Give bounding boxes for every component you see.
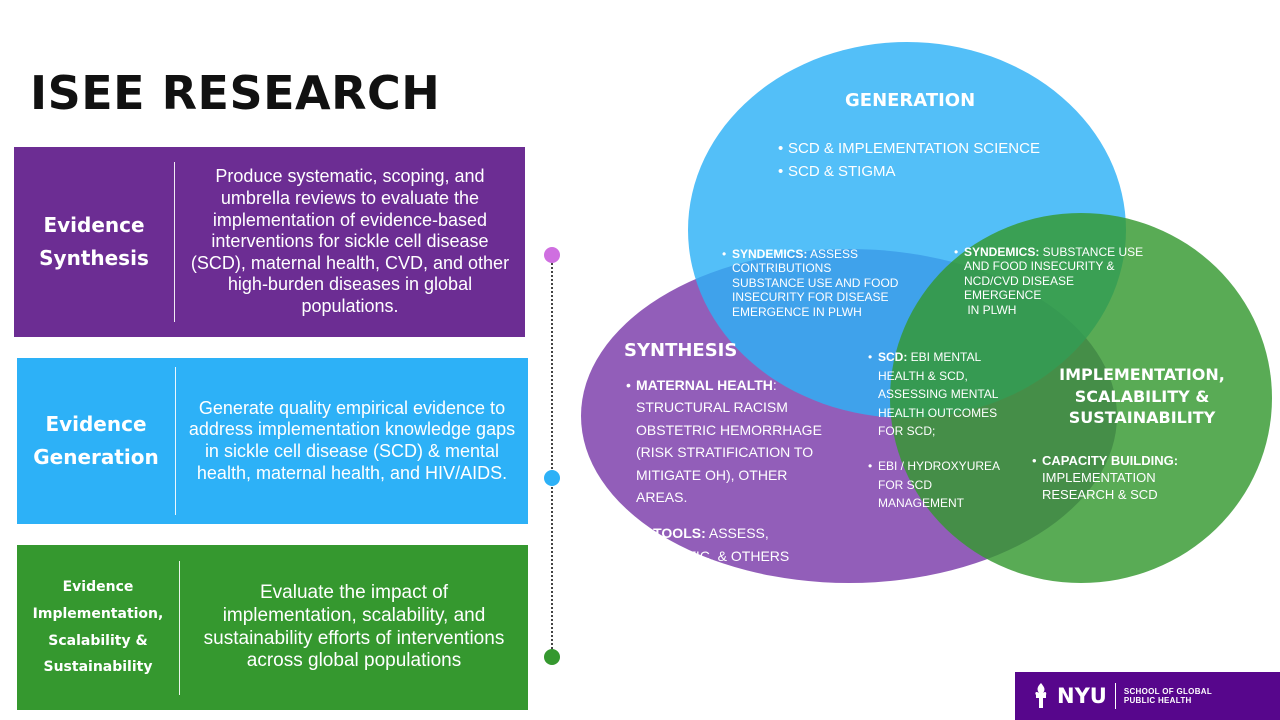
- evidence-implementation-card: Evidence Implementation, Scalability & S…: [17, 545, 528, 710]
- synthesis-item-label: MATERNAL HEALTH: [636, 377, 773, 393]
- syndemics-text: SUBSTANCE USE AND FOOD INSECURITY & NCD/…: [964, 245, 1144, 303]
- card-label: Evidence Implementation, Scalability & S…: [17, 574, 179, 680]
- syndemics-item: SYNDEMICS: ASSESS CONTRIBUTIONS SUBSTANC…: [722, 247, 902, 319]
- implementation-title-line: IMPLEMENTATION,: [1059, 365, 1225, 384]
- card-description: Generate quality empirical evidence to a…: [188, 397, 516, 483]
- page-title: ISEE RESEARCH: [30, 66, 441, 120]
- syndemics-generation-implementation: SYNDEMICS: SUBSTANCE USE AND FOOD INSECU…: [954, 245, 1144, 317]
- school-name-line: SCHOOL OF GLOBAL: [1123, 686, 1213, 696]
- center-item-text: EBI MENTAL HEALTH & SCD, ASSESSING MENTA…: [878, 350, 999, 439]
- card-label-line: Implementation,: [32, 605, 164, 622]
- center-item: EBI / HYDROXYUREA FOR SCD MANAGEMENT: [868, 457, 1008, 513]
- card-divider: [179, 560, 180, 695]
- synthesis-title: SYNTHESIS: [624, 340, 738, 361]
- implementation-item-text: IMPLEMENTATION RESEARCH & SCD: [1042, 469, 1158, 502]
- evidence-synthesis-card: Evidence Synthesis Produce systematic, s…: [14, 147, 525, 337]
- school-name: SCHOOL OF GLOBAL PUBLIC HEALTH: [1124, 687, 1212, 705]
- generation-item: SCD & STIGMA: [778, 161, 1078, 184]
- school-name-line: PUBLIC HEALTH: [1123, 696, 1192, 705]
- synthesis-item-label: IS TOOLS:: [636, 525, 706, 542]
- implementation-item: CAPACITY BUILDING: IMPLEMENTATION RESEAR…: [1032, 453, 1222, 504]
- center-overlap-list: SCD: EBI MENTAL HEALTH & SCD, ASSESSING …: [868, 348, 1008, 513]
- implementation-list: CAPACITY BUILDING: IMPLEMENTATION RESEAR…: [1032, 453, 1222, 504]
- card-label-line: Scalability &: [48, 632, 148, 649]
- card-label-line: Synthesis: [39, 246, 149, 270]
- generation-item: SCD & IMPLEMENTATION SCIENCE: [778, 138, 1078, 161]
- timeline-dotted-line: [551, 256, 553, 656]
- generation-list: SCD & IMPLEMENTATION SCIENCE SCD & STIGM…: [778, 138, 1078, 183]
- card-label: Evidence Synthesis: [14, 209, 174, 275]
- card-description: Produce systematic, scoping, and umbrell…: [190, 166, 510, 316]
- card-label-line: Evidence: [43, 213, 145, 237]
- center-item-label: SCD:: [878, 350, 908, 364]
- card-label-line: Sustainability: [43, 659, 153, 676]
- generation-title: GENERATION: [845, 90, 976, 111]
- card-label-line: Evidence: [62, 579, 134, 596]
- synthesis-item: IS TOOLS: ASSESS, CATALYTIC, & OTHERS: [626, 522, 841, 567]
- syndemics-text: ASSESS CONTRIBUTIONS SUBSTANCE USE AND F…: [732, 247, 899, 319]
- implementation-title: IMPLEMENTATION, SCALABILITY & SUSTAINABI…: [1052, 364, 1232, 429]
- syndemics-label: SYNDEMICS:: [964, 245, 1040, 259]
- nyu-wordmark: NYU: [1057, 684, 1107, 708]
- card-divider: [174, 162, 175, 322]
- syndemics-label: SYNDEMICS:: [732, 247, 808, 261]
- logo-separator: [1114, 683, 1116, 709]
- card-label: Evidence Generation: [17, 408, 175, 474]
- implementation-title-line: SCALABILITY &: [1074, 386, 1210, 406]
- timeline-dot-generation: [544, 470, 560, 486]
- implementation-title-line: SUSTAINABILITY: [1068, 408, 1216, 428]
- card-divider: [175, 367, 176, 515]
- syndemics-item: SYNDEMICS: SUBSTANCE USE AND FOOD INSECU…: [954, 245, 1144, 317]
- timeline-dot-synthesis: [544, 247, 560, 263]
- card-label-line: Evidence: [45, 412, 147, 436]
- center-item: SCD: EBI MENTAL HEALTH & SCD, ASSESSING …: [868, 348, 1008, 441]
- synthesis-item-text: : STRUCTURAL RACISM OBSTETRIC HEMORRHAGE…: [636, 377, 822, 505]
- syndemics-text-2: IN PLWH: [967, 302, 1017, 317]
- nyu-logo: NYU SCHOOL OF GLOBAL PUBLIC HEALTH: [1015, 672, 1280, 720]
- card-description: Evaluate the impact of implementation, s…: [203, 581, 505, 672]
- timeline-dot-implementation: [544, 649, 560, 665]
- syndemics-generation-synthesis: SYNDEMICS: ASSESS CONTRIBUTIONS SUBSTANC…: [722, 247, 902, 319]
- torch-icon: [1035, 683, 1047, 708]
- implementation-item-label: CAPACITY BUILDING:: [1042, 453, 1179, 468]
- card-label-line: Generation: [33, 445, 159, 469]
- synthesis-item-text: ASSESS, CATALYTIC, & OTHERS: [636, 525, 790, 564]
- synthesis-item: MATERNAL HEALTH: STRUCTURAL RACISM OBSTE…: [626, 374, 841, 508]
- evidence-generation-card: Evidence Generation Generate quality emp…: [17, 358, 528, 524]
- synthesis-list: MATERNAL HEALTH: STRUCTURAL RACISM OBSTE…: [626, 374, 841, 567]
- center-item-text: EBI / HYDROXYUREA FOR SCD MANAGEMENT: [878, 458, 1000, 511]
